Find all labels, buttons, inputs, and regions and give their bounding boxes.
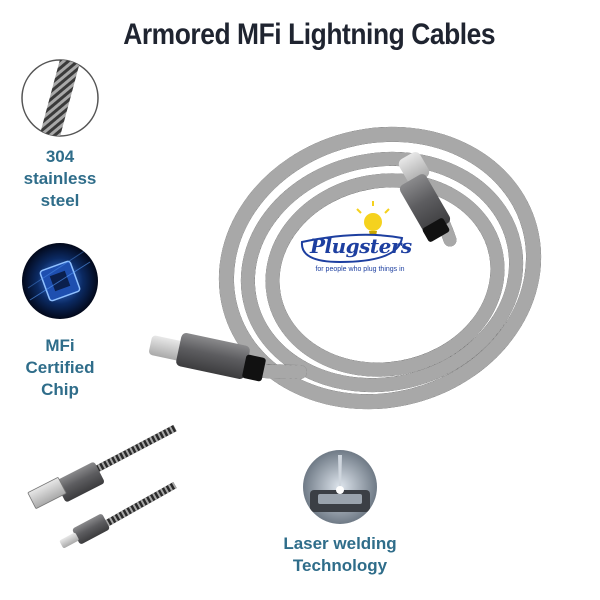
usb-a-cable-product [27, 424, 177, 548]
feature-label-line: Technology [292, 556, 388, 575]
feature-label-chip: MFi Certified Chip [12, 335, 108, 401]
feature-label-laser: Laser welding Technology [270, 533, 410, 577]
coiled-armored-cable [149, 126, 542, 410]
steel-cable-closeup-icon [21, 59, 99, 137]
feature-label-line: Certified [25, 358, 95, 377]
feature-label-line: Chip [41, 380, 79, 399]
feature-label-line: steel [40, 191, 80, 210]
brand-logo-name: Plugsters [310, 234, 412, 258]
lightning-connector [149, 333, 266, 382]
laser-welding-icon [303, 450, 377, 524]
page-title: Armored MFi Lightning Cables [123, 18, 496, 51]
feature-label-line: MFi [45, 336, 75, 355]
feature-label-line: stainless [23, 169, 97, 188]
feature-label-line: 304 [45, 147, 75, 166]
usb-c-connector [398, 152, 451, 242]
brand-logo-tagline: for people who plug things in [315, 266, 405, 273]
chip-icon [22, 243, 98, 319]
brand-logo [300, 201, 404, 264]
feature-label-line: Laser welding [283, 534, 397, 553]
feature-label-steel: 304 stainless steel [12, 146, 108, 212]
